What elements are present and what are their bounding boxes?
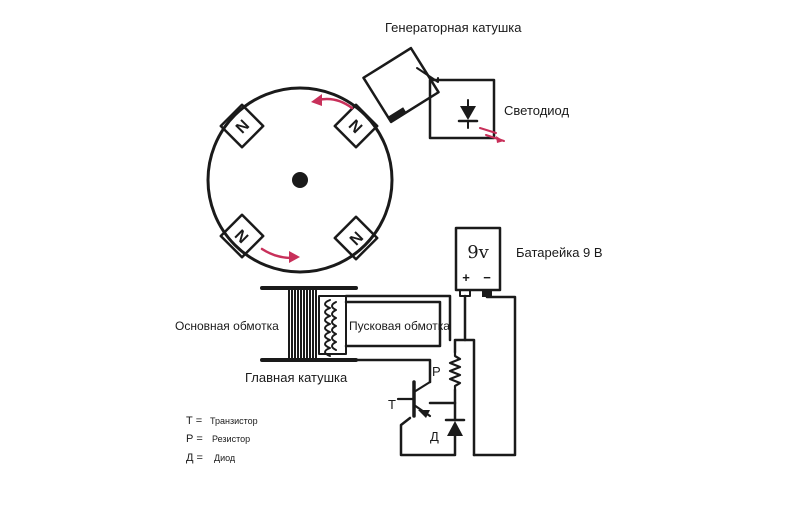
transistor-symbol bbox=[396, 380, 432, 418]
rotor-axle bbox=[292, 172, 308, 188]
led-light-ray-1 bbox=[479, 127, 497, 134]
battery-face-text: 9v bbox=[467, 242, 489, 263]
led-symbol bbox=[460, 106, 476, 120]
generator-coil-core bbox=[387, 107, 407, 123]
rotation-arrowhead-top bbox=[311, 94, 322, 106]
wire-emitter-return bbox=[399, 416, 457, 457]
main-winding-stack bbox=[288, 287, 317, 361]
resistor-symbol bbox=[448, 350, 462, 392]
wire-battery-plus bbox=[453, 294, 467, 354]
resistor-mark: Р bbox=[432, 364, 441, 379]
magnet-top-right: N bbox=[333, 103, 379, 149]
generator-coil bbox=[362, 46, 440, 124]
diode-mark: Д bbox=[430, 429, 439, 444]
magnet-label: N bbox=[233, 117, 253, 137]
led-circuit-box bbox=[428, 78, 496, 140]
start-winding-loop bbox=[344, 300, 442, 348]
rotation-arrow-bottom bbox=[260, 247, 294, 260]
start-winding-label: Пусковая обмотка bbox=[349, 319, 450, 333]
wire-resistor-junction bbox=[428, 388, 457, 405]
wire-start-to-base bbox=[344, 358, 432, 384]
battery-minus-mark: − bbox=[483, 270, 491, 285]
led-label: Светодиод bbox=[504, 103, 569, 118]
generator-coil-label: Генераторная катушка bbox=[385, 20, 522, 35]
battery-plus-mark: + bbox=[462, 270, 470, 285]
generator-assembly bbox=[362, 46, 505, 143]
legend: Т = Транзистор Р = Резистор Д = Диод bbox=[186, 415, 258, 464]
legend-meaning: Резистор bbox=[212, 434, 250, 444]
wire-battery-minus bbox=[472, 295, 517, 457]
diode-symbol bbox=[444, 418, 466, 436]
legend-symbol: Д = bbox=[186, 452, 203, 464]
legend-symbol: Т = bbox=[186, 415, 202, 427]
main-winding-frame bbox=[318, 295, 347, 355]
rotor-disc bbox=[206, 86, 394, 274]
circuit-wires bbox=[344, 294, 517, 457]
rotor: N N N N bbox=[206, 86, 394, 274]
legend-meaning: Транзистор bbox=[210, 416, 258, 426]
rotation-arrowhead-bottom bbox=[289, 251, 300, 263]
legend-meaning: Диод bbox=[214, 453, 236, 463]
battery-label: Батарейка 9 В bbox=[516, 245, 603, 260]
battery-minus-terminal bbox=[482, 290, 492, 297]
magnet-label: N bbox=[345, 117, 365, 137]
start-winding-coils bbox=[324, 299, 331, 357]
battery-body bbox=[454, 226, 502, 292]
transistor-mark: Т bbox=[388, 397, 396, 412]
legend-symbol: Р = bbox=[186, 433, 203, 445]
battery: 9v + − bbox=[454, 226, 502, 297]
main-coil bbox=[260, 286, 358, 362]
main-winding-label: Основная обмотка bbox=[175, 319, 279, 333]
main-coil-label: Главная катушка bbox=[245, 370, 348, 385]
wire-main-top bbox=[344, 294, 452, 342]
